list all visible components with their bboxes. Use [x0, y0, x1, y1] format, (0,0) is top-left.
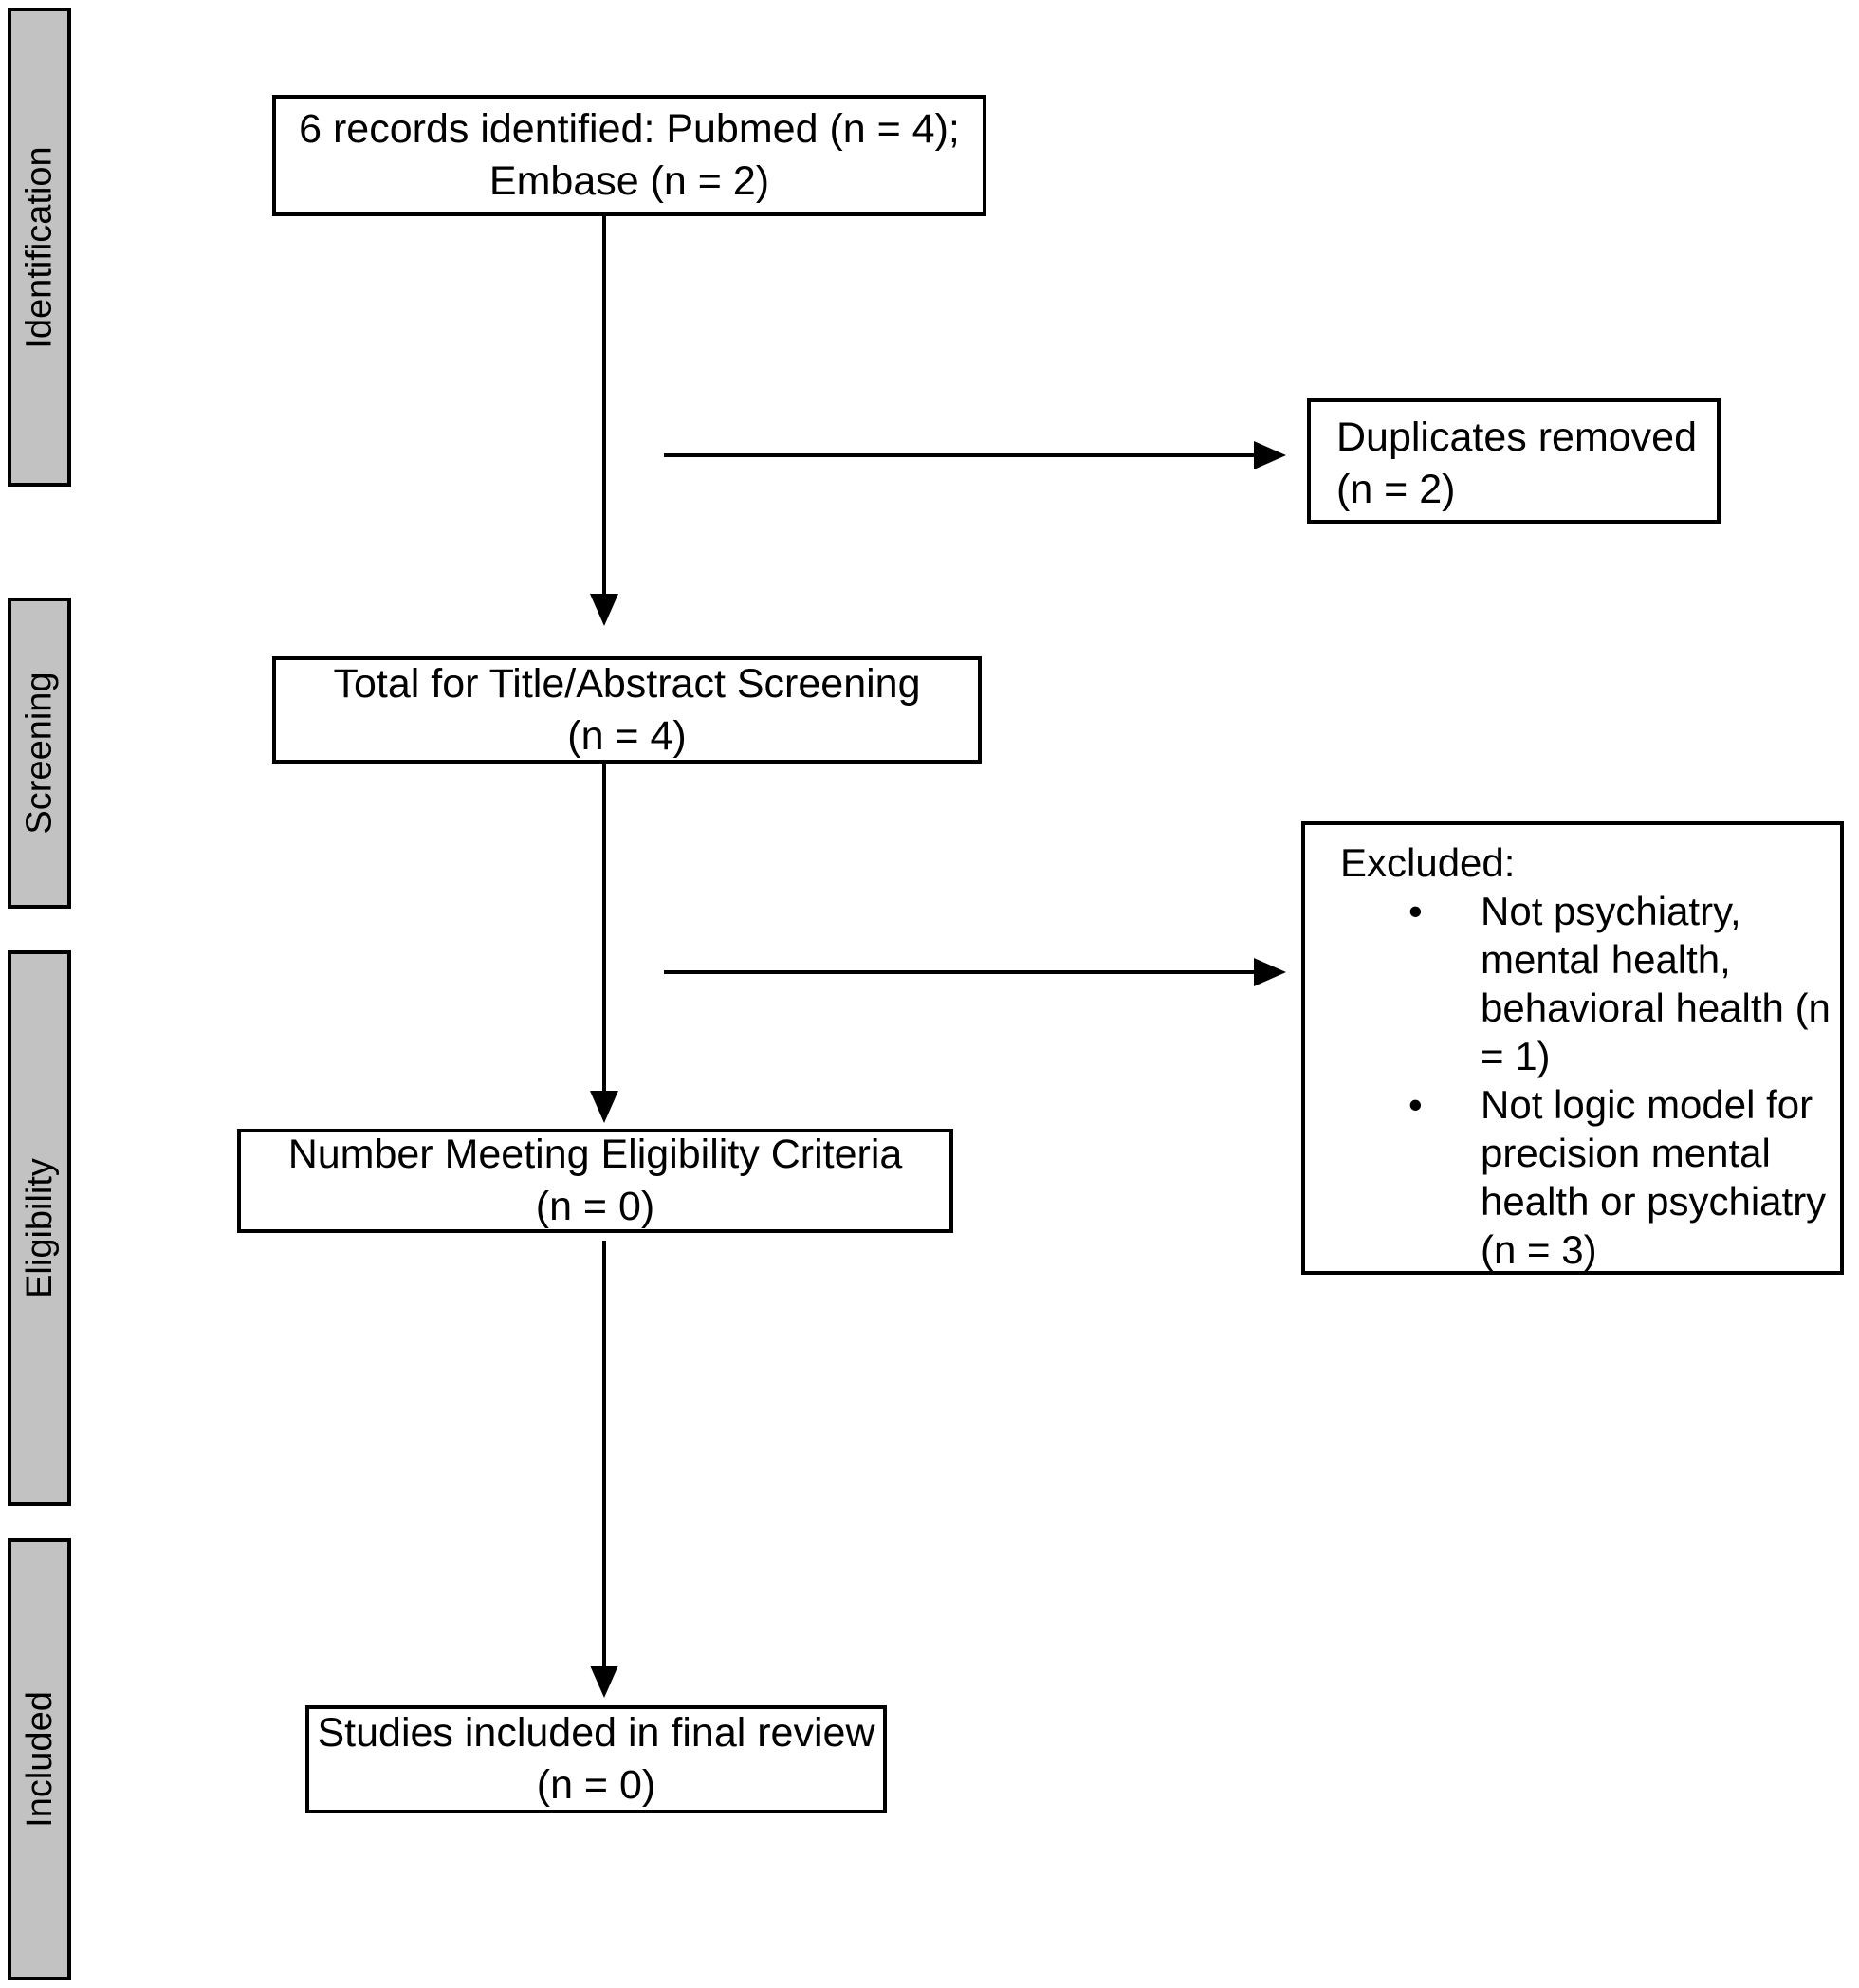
box-records-identified-line2: Embase (n = 2)	[488, 158, 770, 204]
stage-label-included: Included	[19, 1691, 60, 1828]
box-duplicates-removed-line1: Duplicates removed	[1336, 414, 1698, 460]
stage-bar-eligibility: Eligibility	[8, 950, 71, 1506]
box-records-identified-line1: 6 records identified: Pubmed (n = 4);	[299, 106, 960, 152]
box-excluded: Excluded: Not psychiatry, mental health,…	[1301, 821, 1844, 1275]
stage-label-screening: Screening	[19, 672, 60, 835]
arrow-head-right-icon	[1254, 441, 1286, 469]
arrow-line	[602, 764, 606, 1093]
box-excluded-bullet-2: Not logic model for precision mental hea…	[1340, 1080, 1832, 1274]
arrow-line	[664, 970, 1254, 974]
box-duplicates-removed-line2: (n = 2)	[1336, 467, 1456, 512]
arrow-line	[602, 216, 606, 594]
box-eligibility-criteria: Number Meeting Eligibility Criteria (n =…	[237, 1129, 953, 1233]
box-eligibility-criteria-line2: (n = 0)	[535, 1184, 655, 1229]
arrow-head-right-icon	[1254, 958, 1286, 986]
box-studies-included: Studies included in final review (n = 0)	[305, 1705, 887, 1813]
box-title-abstract-screening-line1: Total for Title/Abstract Screening	[333, 660, 921, 707]
box-excluded-title: Excluded:	[1340, 840, 1516, 885]
box-title-abstract-screening: Total for Title/Abstract Screening (n = …	[272, 656, 982, 764]
stage-label-identification: Identification	[19, 145, 60, 349]
box-studies-included-line2: (n = 0)	[536, 1762, 656, 1808]
box-title-abstract-screening-line2: (n = 4)	[567, 712, 687, 759]
box-records-identified: 6 records identified: Pubmed (n = 4); Em…	[272, 95, 986, 216]
arrow-line	[664, 453, 1254, 457]
box-eligibility-criteria-line1: Number Meeting Eligibility Criteria	[287, 1132, 903, 1177]
arrow-line	[602, 1241, 606, 1667]
stage-bar-identification: Identification	[8, 8, 71, 487]
arrow-head-down-icon	[590, 594, 618, 626]
box-duplicates-removed: Duplicates removed (n = 2)	[1307, 398, 1721, 524]
arrow-head-down-icon	[590, 1091, 618, 1123]
box-excluded-bullet-1: Not psychiatry, mental health, behaviora…	[1340, 887, 1832, 1080]
stage-bar-included: Included	[8, 1538, 71, 1980]
arrow-head-down-icon	[590, 1666, 618, 1698]
stage-bar-screening: Screening	[8, 598, 71, 909]
stage-label-eligibility: Eligibility	[19, 1158, 60, 1298]
box-studies-included-line1: Studies included in final review	[317, 1710, 875, 1756]
